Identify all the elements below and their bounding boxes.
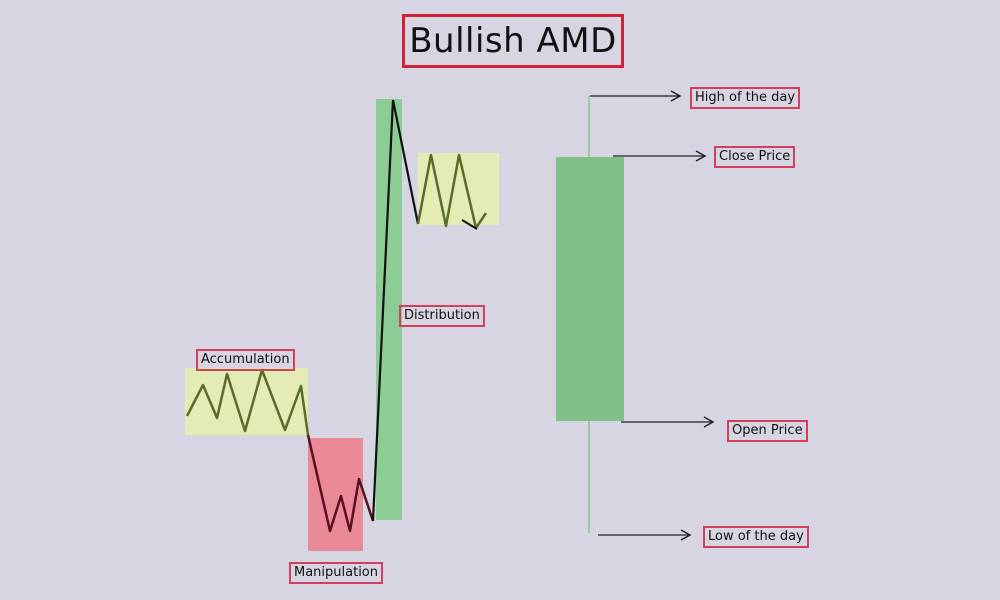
distribution-drop-line (391, 99, 420, 225)
manipulation-price-line (306, 434, 375, 533)
candle-body (556, 157, 624, 421)
accumulation-label: Accumulation (196, 349, 295, 371)
low-of-day-label: Low of the day (703, 526, 809, 548)
open-price-label: Open Price (727, 420, 808, 442)
distribution-tail-line (461, 219, 478, 230)
distribution-label: Distribution (399, 305, 485, 327)
close-price-label: Close Price (714, 146, 796, 168)
high-of-day-label: High of the day (690, 87, 801, 109)
distribution-zigzag-line (416, 153, 488, 230)
manipulation-zone (308, 438, 363, 551)
diagram-title: Bullish AMD (402, 14, 624, 68)
manipulation-label: Manipulation (289, 562, 384, 584)
accumulation-zigzag-line (185, 368, 310, 436)
impulse-up-line (371, 99, 395, 522)
